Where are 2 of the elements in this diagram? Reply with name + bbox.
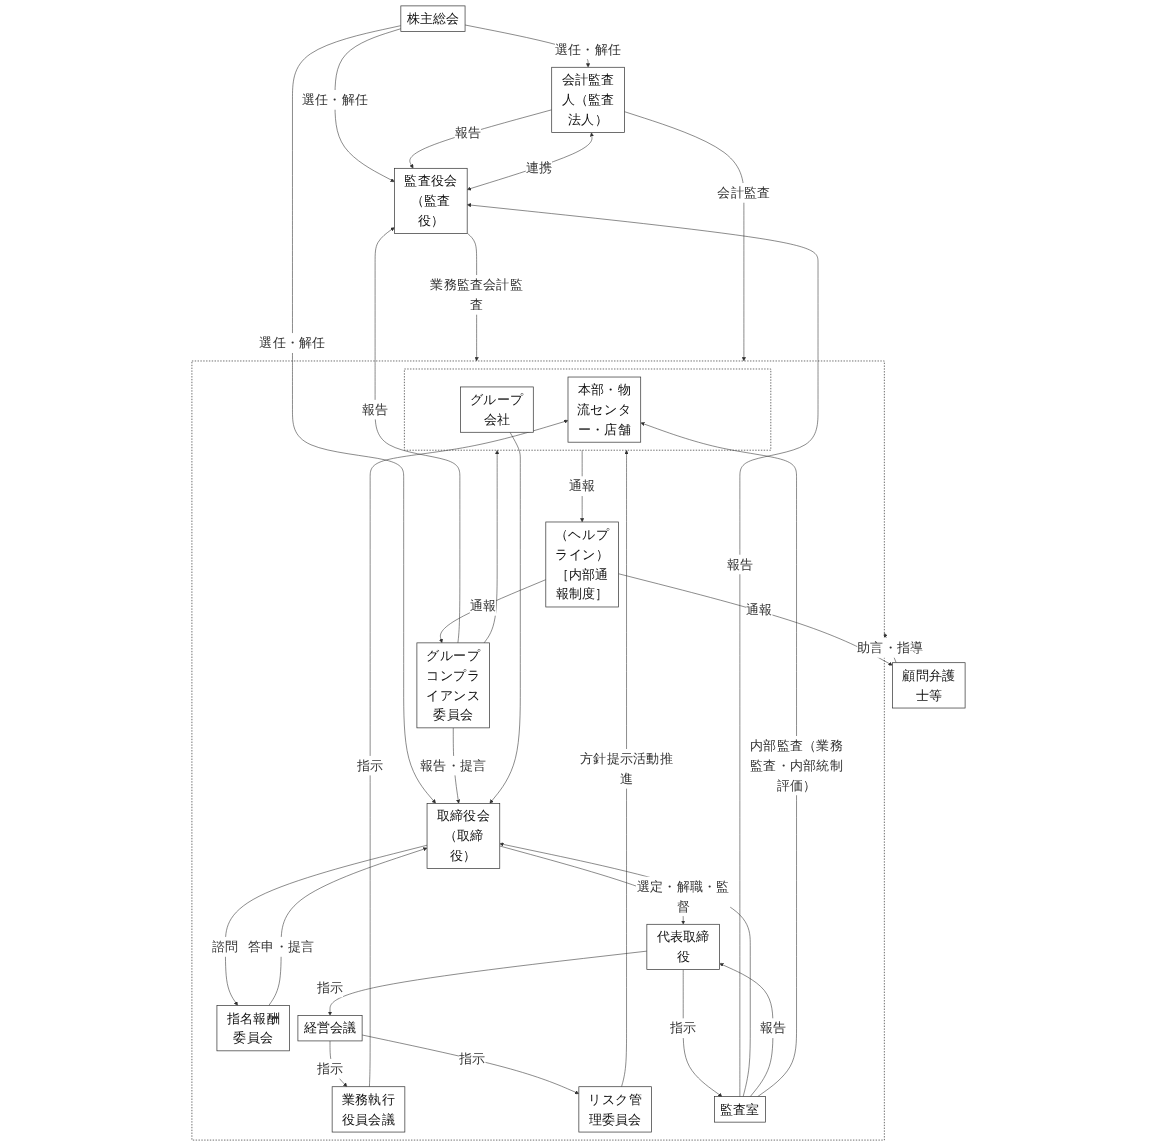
cluster (404, 368, 772, 451)
cluster (192, 360, 886, 1141)
